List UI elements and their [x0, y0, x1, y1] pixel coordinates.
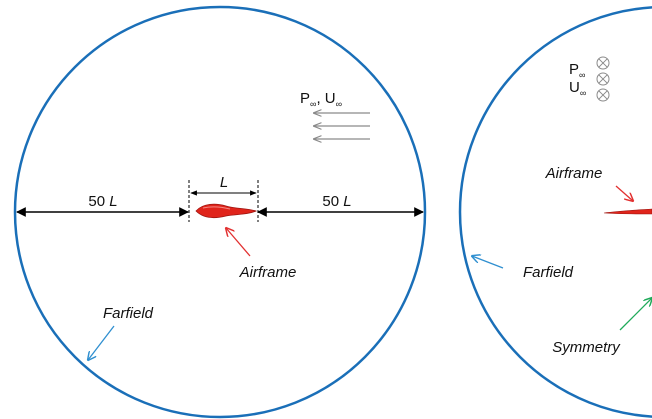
body-length-label: L [220, 174, 228, 191]
left-dimension-label: 50 L [88, 193, 117, 210]
left-farfield-boundary [13, 5, 427, 419]
right-view: P∞ U∞ Airframe Farfield Symmetry [458, 6, 652, 418]
farfield-label: Farfield [103, 305, 154, 322]
airframe-side-view [603, 208, 652, 215]
airframe-pointer-arrow [226, 228, 251, 257]
freestream-arrows [314, 113, 370, 139]
circled-x-icon [596, 56, 610, 70]
right-freestream-u-label: U∞ [569, 79, 586, 98]
freestream-label: P∞, U∞ [300, 90, 342, 109]
airframe-label: Airframe [239, 264, 297, 281]
symmetry-pointer-arrow [619, 298, 652, 331]
right-airframe-pointer-arrow [615, 185, 633, 201]
right-farfield-boundary [458, 6, 652, 418]
right-farfield-pointer-arrow [472, 256, 504, 269]
left-view: 50 L 50 L L Airframe P∞, U∞ Farfield [13, 5, 427, 419]
right-farfield-label: Farfield [523, 264, 574, 281]
symmetry-label: Symmetry [552, 339, 621, 356]
airframe-highlight [202, 206, 231, 210]
right-freestream-p-label: P∞ [569, 61, 585, 80]
circled-x-icon [596, 72, 610, 86]
right-airframe-label: Airframe [545, 165, 603, 182]
right-dimension-label: 50 L [322, 193, 351, 210]
farfield-pointer-arrow [88, 325, 115, 360]
airframe-top-view [195, 203, 258, 218]
circled-x-icon [596, 88, 610, 102]
